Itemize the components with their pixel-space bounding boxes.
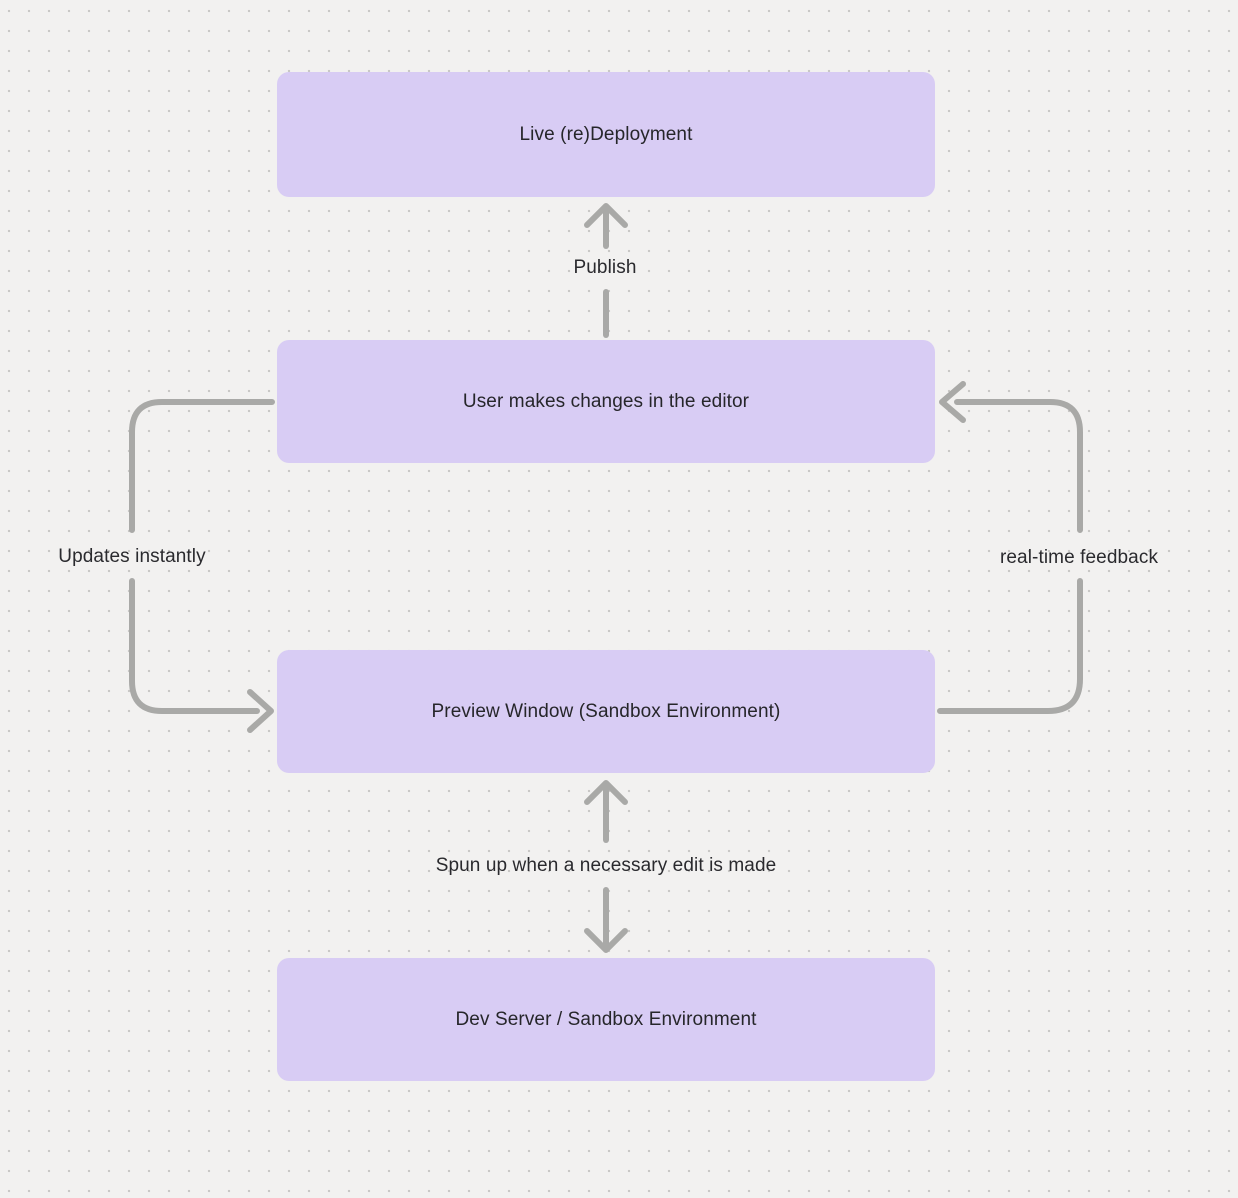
edge-label-spun-up: Spun up when a necessary edit is made [435,855,777,876]
edge-label-publish: Publish [573,257,637,278]
node-label: Preview Window (Sandbox Environment) [431,700,781,722]
node-editor-changes[interactable]: User makes changes in the editor [277,340,935,463]
edge-label-real-time-feedback: real-time feedback [999,547,1159,568]
node-live-deployment[interactable]: Live (re)Deployment [277,72,935,197]
node-label: Live (re)Deployment [519,123,693,145]
arrow-line [129,578,260,714]
node-preview-window[interactable]: Preview Window (Sandbox Environment) [277,650,935,773]
node-label: User makes changes in the editor [462,390,750,412]
node-label: Dev Server / Sandbox Environment [455,1008,757,1030]
publish-arrow [584,203,628,338]
arrowhead-down-icon [584,928,628,953]
arrow-line [129,399,275,533]
updates-instantly-arrow [129,399,275,733]
edge-label-updates-instantly: Updates instantly [58,546,206,567]
arrow-line [937,578,1083,714]
real-time-feedback-arrow [937,381,1083,714]
node-dev-server[interactable]: Dev Server / Sandbox Environment [277,958,935,1081]
arrowhead-right-icon [247,689,274,733]
sandbox-spinup-arrow [584,780,628,953]
arrowhead-left-icon [939,381,966,423]
arrow-line [954,399,1083,533]
